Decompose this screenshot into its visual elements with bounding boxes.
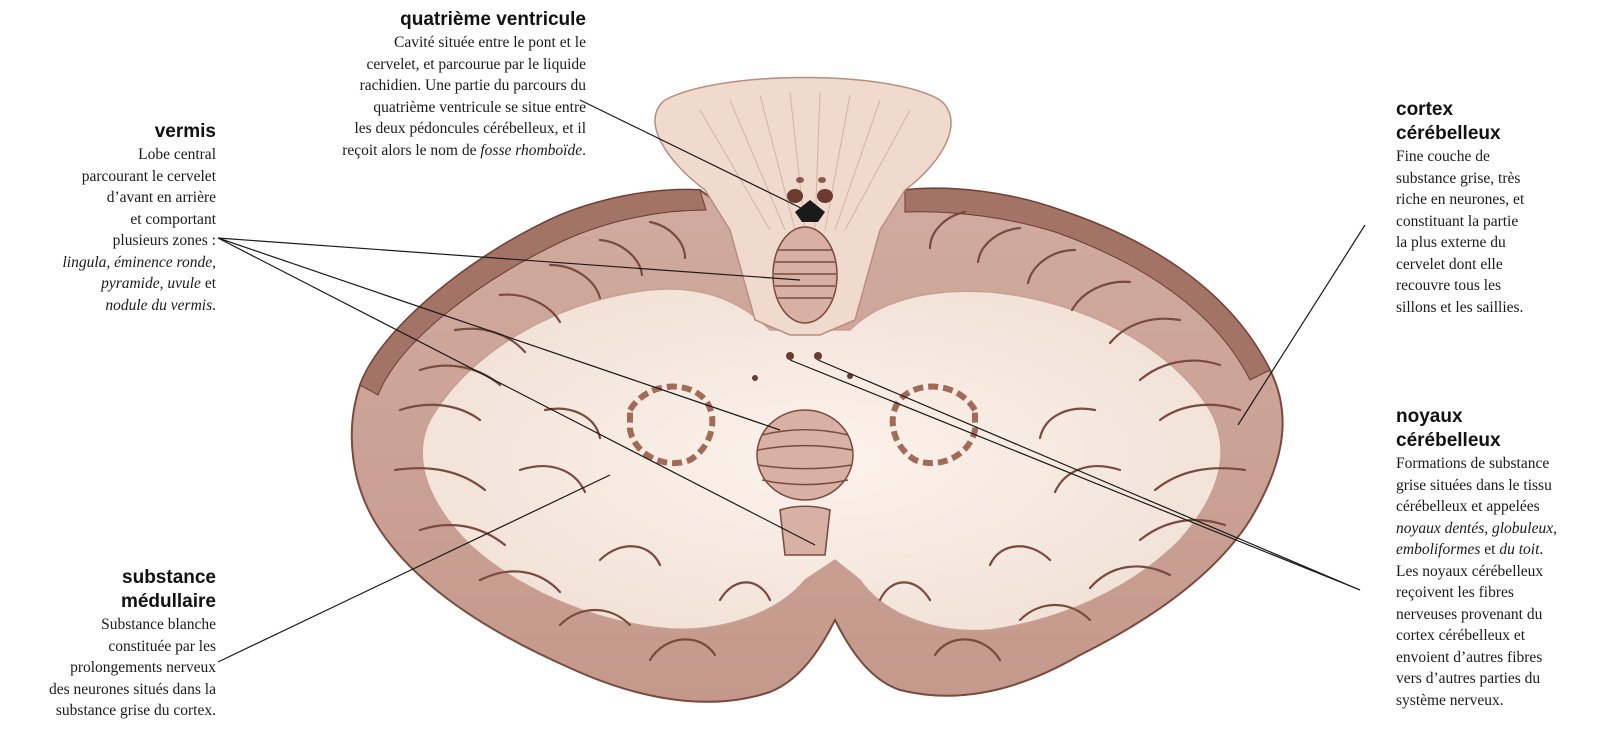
label-title: substance <box>2 566 216 590</box>
text: et <box>1480 541 1499 558</box>
label-line: cervelet dont elle <box>1396 254 1601 276</box>
pons-nucleus-right <box>817 189 833 203</box>
label-quatrieme-ventricule: quatrième ventricule Cavité située entre… <box>280 8 586 161</box>
label-line: Cavité située entre le pont et le <box>280 32 586 54</box>
label-line: constituée par les <box>2 636 216 658</box>
label-body: Cavité située entre le pont et le cervel… <box>280 32 586 161</box>
label-line: cortex cérébelleux et <box>1396 625 1604 647</box>
label-line: constituant la partie <box>1396 211 1601 233</box>
label-line: Formations de substance <box>1396 453 1604 475</box>
label-line: Fine couche de <box>1396 146 1601 168</box>
label-line: Les noyaux cérébelleux <box>1396 561 1604 583</box>
italic-term: lingula, éminence ronde, <box>62 254 216 271</box>
label-line: cérébelleux et appelées <box>1396 496 1604 518</box>
label-line: reçoivent les fibres <box>1396 582 1604 604</box>
label-line: nerveuses provenant du <box>1396 604 1604 626</box>
label-line: cervelet, et parcourue par le liquide <box>280 54 586 76</box>
label-cortex-cerebelleux: cortex cérébelleux Fine couche de substa… <box>1396 98 1601 318</box>
label-line: prolongements nerveux <box>2 657 216 679</box>
label-line: plusieurs zones : <box>20 230 216 252</box>
nucleus-dot-3 <box>752 375 758 381</box>
label-title: cortex <box>1396 98 1601 122</box>
label-line: des neurones situés dans la <box>2 679 216 701</box>
label-line: grise situées dans le tissu <box>1396 475 1604 497</box>
label-line: substance grise, très <box>1396 168 1601 190</box>
label-body: Fine couche de substance grise, très ric… <box>1396 146 1601 318</box>
label-body: Lobe central parcourant le cervelet d’av… <box>20 144 216 316</box>
text: , <box>1484 520 1492 537</box>
italic-term: nodule du vermis <box>105 297 212 314</box>
label-line: vers d’autres parties du <box>1396 668 1604 690</box>
label-title: médullaire <box>2 590 216 614</box>
text: . <box>1539 541 1543 558</box>
label-line: quatrième ventricule se situe entre <box>280 97 586 119</box>
pons-small-left <box>796 177 804 183</box>
label-line: rachidien. Une partie du parcours du <box>280 75 586 97</box>
italic-term: pyramide, uvule <box>101 275 201 292</box>
label-line: lingula, éminence ronde, <box>20 252 216 274</box>
italic-term: noyaux dentés <box>1396 520 1484 537</box>
label-line: les deux pédoncules cérébelleux, et il <box>280 118 586 140</box>
nucleus-dot-2 <box>814 352 822 360</box>
label-body: Substance blanche constituée par les pro… <box>2 614 216 722</box>
label-line: et comportant <box>20 209 216 231</box>
label-vermis: vermis Lobe central parcourant le cervel… <box>20 120 216 316</box>
label-noyaux-cerebelleux: noyaux cérébelleux Formations de substan… <box>1396 405 1604 711</box>
text: reçoit alors le nom de <box>342 142 480 159</box>
label-line: la plus externe du <box>1396 232 1601 254</box>
pons-nucleus-left <box>787 189 803 203</box>
label-title: quatrième ventricule <box>280 8 586 32</box>
label-title: cérébelleux <box>1396 122 1601 146</box>
italic-term: emboliformes <box>1396 541 1480 558</box>
label-line: parcourant le cervelet <box>20 166 216 188</box>
label-line: pyramide, uvule et <box>20 273 216 295</box>
label-line: sillons et les saillies. <box>1396 297 1601 319</box>
label-line: d’avant en arrière <box>20 187 216 209</box>
text: . <box>212 297 216 314</box>
label-line: reçoit alors le nom de fosse rhomboïde. <box>280 140 586 162</box>
label-line: système nerveux. <box>1396 690 1604 712</box>
label-line: riche en neurones, et <box>1396 189 1601 211</box>
label-line: noyaux dentés, globuleux, <box>1396 518 1604 540</box>
text: . <box>582 142 586 159</box>
label-line: emboliformes et du toit. <box>1396 539 1604 561</box>
vermis-upper <box>773 227 837 323</box>
label-line: Substance blanche <box>2 614 216 636</box>
vermis-middle <box>757 410 853 500</box>
label-substance-medullaire: substance médullaire Substance blanche c… <box>2 566 216 722</box>
label-title: vermis <box>20 120 216 144</box>
label-line: substance grise du cortex. <box>2 700 216 722</box>
text: , <box>1553 520 1557 537</box>
label-body: Formations de substance grise situées da… <box>1396 453 1604 711</box>
label-line: nodule du vermis. <box>20 295 216 317</box>
label-title: noyaux <box>1396 405 1604 429</box>
text: et <box>201 275 216 292</box>
label-title: cérébelleux <box>1396 429 1604 453</box>
italic-term: fosse rhomboïde <box>480 142 582 159</box>
label-line: envoient d’autres fibres <box>1396 647 1604 669</box>
pons-small-right <box>818 177 826 183</box>
label-line: recouvre tous les <box>1396 275 1601 297</box>
leader-cortex <box>1238 225 1365 425</box>
label-line: Lobe central <box>20 144 216 166</box>
nucleus-dot-1 <box>786 352 794 360</box>
italic-term: du toit <box>1499 541 1539 558</box>
italic-term: globuleux <box>1492 520 1553 537</box>
